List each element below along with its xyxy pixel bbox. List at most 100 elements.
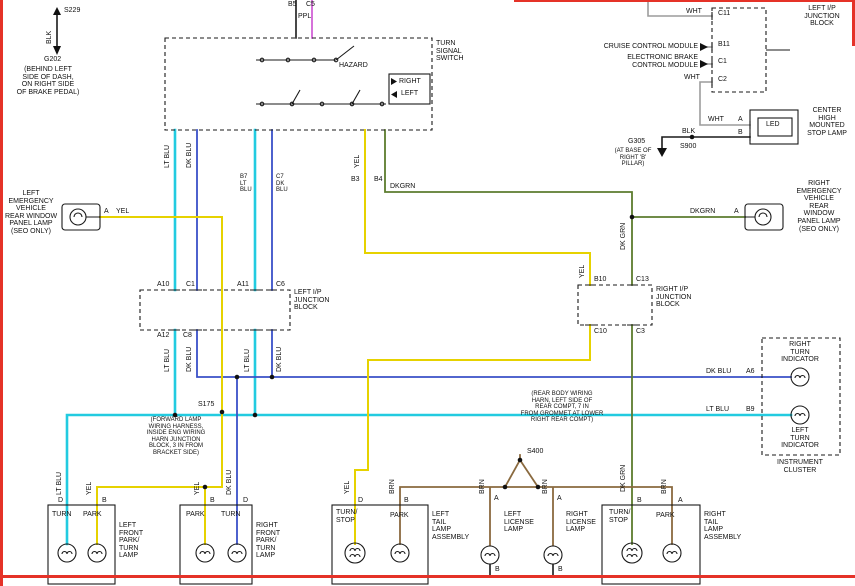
- wht-wire-label: WHT: [708, 116, 724, 123]
- black-wires: [56, 0, 751, 577]
- right-front-turn-bulb: [227, 543, 247, 563]
- left-front-lamp-box: [47, 504, 116, 585]
- page-border-top: [514, 0, 855, 2]
- turn-signal-switch-title: TURN SIGNAL SWITCH: [436, 40, 464, 63]
- switch-contacts: [256, 45, 386, 107]
- top-right-jb-title: LEFT I/P JUNCTION BLOCK: [804, 5, 840, 28]
- pin-b3-label: B3: [351, 176, 360, 183]
- s175-label: S175: [198, 401, 215, 408]
- left-front-park-bulb: [87, 543, 107, 563]
- brn-wire-label: BRN: [542, 479, 549, 494]
- yellow-wires: [96, 129, 591, 545]
- instrument-cluster-box: [761, 337, 841, 456]
- s400-note: (REAR BODY WIRING HARN, LEFT SIDE OF REA…: [520, 391, 604, 424]
- connector-ticks: [170, 12, 751, 331]
- right-emergency-dkgrn: DKGRN: [690, 208, 716, 215]
- right-front-park-bulb: [195, 543, 215, 563]
- right-tail-park-bulb: [662, 543, 682, 563]
- pin-a10-label: A10: [157, 281, 170, 288]
- ltblu-wire-label: LT BLU: [706, 406, 730, 413]
- right-tail-lamp-box: [601, 504, 701, 585]
- g202-note: (BEHIND LEFT SIDE OF DASH, ON RIGHT SIDE…: [16, 66, 80, 96]
- switch-right-label: RIGHT: [399, 78, 421, 85]
- yel-wire-label: YEL: [86, 481, 93, 495]
- left-tail-turnstop-label: TURN/ STOP: [336, 509, 358, 524]
- left-tail-lamp-box: [331, 504, 429, 585]
- right-jb-title: RIGHT I/P JUNCTION BLOCK: [656, 286, 692, 309]
- pin-b4-label: B4: [374, 176, 383, 183]
- dkblu-wire-label: DK BLU: [226, 469, 233, 495]
- left-front-turn-bulb: [57, 543, 77, 563]
- stop-lamp-title: CENTER HIGH MOUNTED STOP LAMP: [807, 107, 847, 137]
- pin-c6-label: C6: [276, 281, 285, 288]
- left-arrow-icon: [391, 91, 397, 98]
- right-license-bulb: [543, 545, 563, 565]
- lt-blu-wires: [65, 128, 793, 546]
- pin-d-label: D: [243, 497, 249, 504]
- right-tail-lamp-title: RIGHT TAIL LAMP ASSEMBLY: [704, 511, 742, 541]
- yel-wire-label: YEL: [579, 264, 586, 278]
- s400-label: S400: [527, 448, 544, 455]
- brn-wire-label: BRN: [479, 479, 486, 494]
- dkgrn-wire-label: DK GRN: [620, 464, 627, 492]
- page-border-right: [852, 0, 855, 46]
- right-arrow-icon: [391, 78, 397, 85]
- pin-c8-label: C8: [183, 332, 192, 339]
- splice-dots: [172, 134, 695, 490]
- s175-note: (FORWARD LAMP WIRING HARNESS, INSIDE ENG…: [146, 417, 206, 456]
- pin-b9-label: B9: [746, 406, 755, 413]
- pin-c11-label: C11: [718, 10, 731, 17]
- left-tail-turnstop-bulb: [344, 542, 366, 564]
- right-front-turn-label: TURN: [221, 511, 241, 518]
- pin-b10-label: B10: [594, 276, 607, 283]
- dkblu-wire-label: DK BLU: [706, 368, 732, 375]
- pin-b5-label: B5: [288, 1, 297, 8]
- pin-b-label: B: [637, 497, 642, 504]
- left-turn-indicator-bulb: [790, 405, 810, 425]
- electronic-brake-control-module-label: ELECTRONIC BRAKE CONTROL MODULE: [627, 54, 698, 69]
- left-front-lamp-title: LEFT FRONT PARK/ TURN LAMP: [119, 522, 144, 560]
- pin-b7-label: B7 LT BLU: [240, 174, 252, 194]
- left-tail-park-bulb: [390, 543, 410, 563]
- pin-c3-label: C3: [636, 328, 645, 335]
- left-emergency-note: LEFT EMERGENCY VEHICLE REAR WINDOW PANEL…: [4, 190, 58, 235]
- pin-a-label: A: [557, 495, 562, 502]
- arrow-icons: [53, 7, 708, 157]
- pin-d-label: D: [358, 497, 364, 504]
- pin-c10-label: C10: [594, 328, 607, 335]
- turn-signal-switch-box: [164, 37, 433, 131]
- dkgrn-wire-label: DK GRN: [620, 222, 627, 250]
- right-front-lamp-title: RIGHT FRONT PARK/ TURN LAMP: [256, 522, 281, 560]
- g202-ground-icon: [53, 46, 61, 55]
- right-front-park-label: PARK: [186, 511, 205, 518]
- component-boxes: [47, 7, 841, 585]
- g305-note: (AT BASE OF RIGHT 'B' PILLAR): [614, 148, 652, 168]
- right-emergency-pin-a: A: [734, 208, 739, 215]
- brn-wire-label: BRN: [661, 479, 668, 494]
- right-tail-turnstop-bulb: [621, 542, 643, 564]
- pin-c5-label: C5: [306, 1, 315, 8]
- wht-wire-label: WHT: [686, 8, 702, 15]
- right-left-box: [388, 73, 431, 105]
- s229-splice-icon: [53, 7, 61, 15]
- pin-c2-label: C2: [718, 76, 727, 83]
- blk-wire-label: BLK: [46, 30, 53, 44]
- yel-wire-label: YEL: [354, 154, 361, 168]
- g305-ground-icon: [657, 148, 667, 157]
- g202-label: G202: [44, 56, 62, 63]
- pin-b-label: B: [404, 497, 409, 504]
- ltblu-wire-label: LT BLU: [56, 471, 63, 495]
- page-border-bottom: [0, 575, 855, 578]
- yel-wire-label: YEL: [194, 481, 201, 495]
- hazard-label: HAZARD: [339, 62, 368, 69]
- ppl-wire-label: PPL: [298, 13, 312, 20]
- left-jb-title: LEFT I/P JUNCTION BLOCK: [294, 289, 330, 312]
- yel-wire-label: YEL: [344, 480, 351, 494]
- right-license-lamp-title: RIGHT LICENSE LAMP: [566, 511, 596, 534]
- left-tail-lamp-title: LEFT TAIL LAMP ASSEMBLY: [432, 511, 470, 541]
- pin-a6-label: A6: [746, 368, 755, 375]
- bulb-symbols: [57, 208, 810, 565]
- cruise-arrow-icon: [700, 43, 708, 51]
- dkgrn-wire-label: DKGRN: [390, 183, 416, 190]
